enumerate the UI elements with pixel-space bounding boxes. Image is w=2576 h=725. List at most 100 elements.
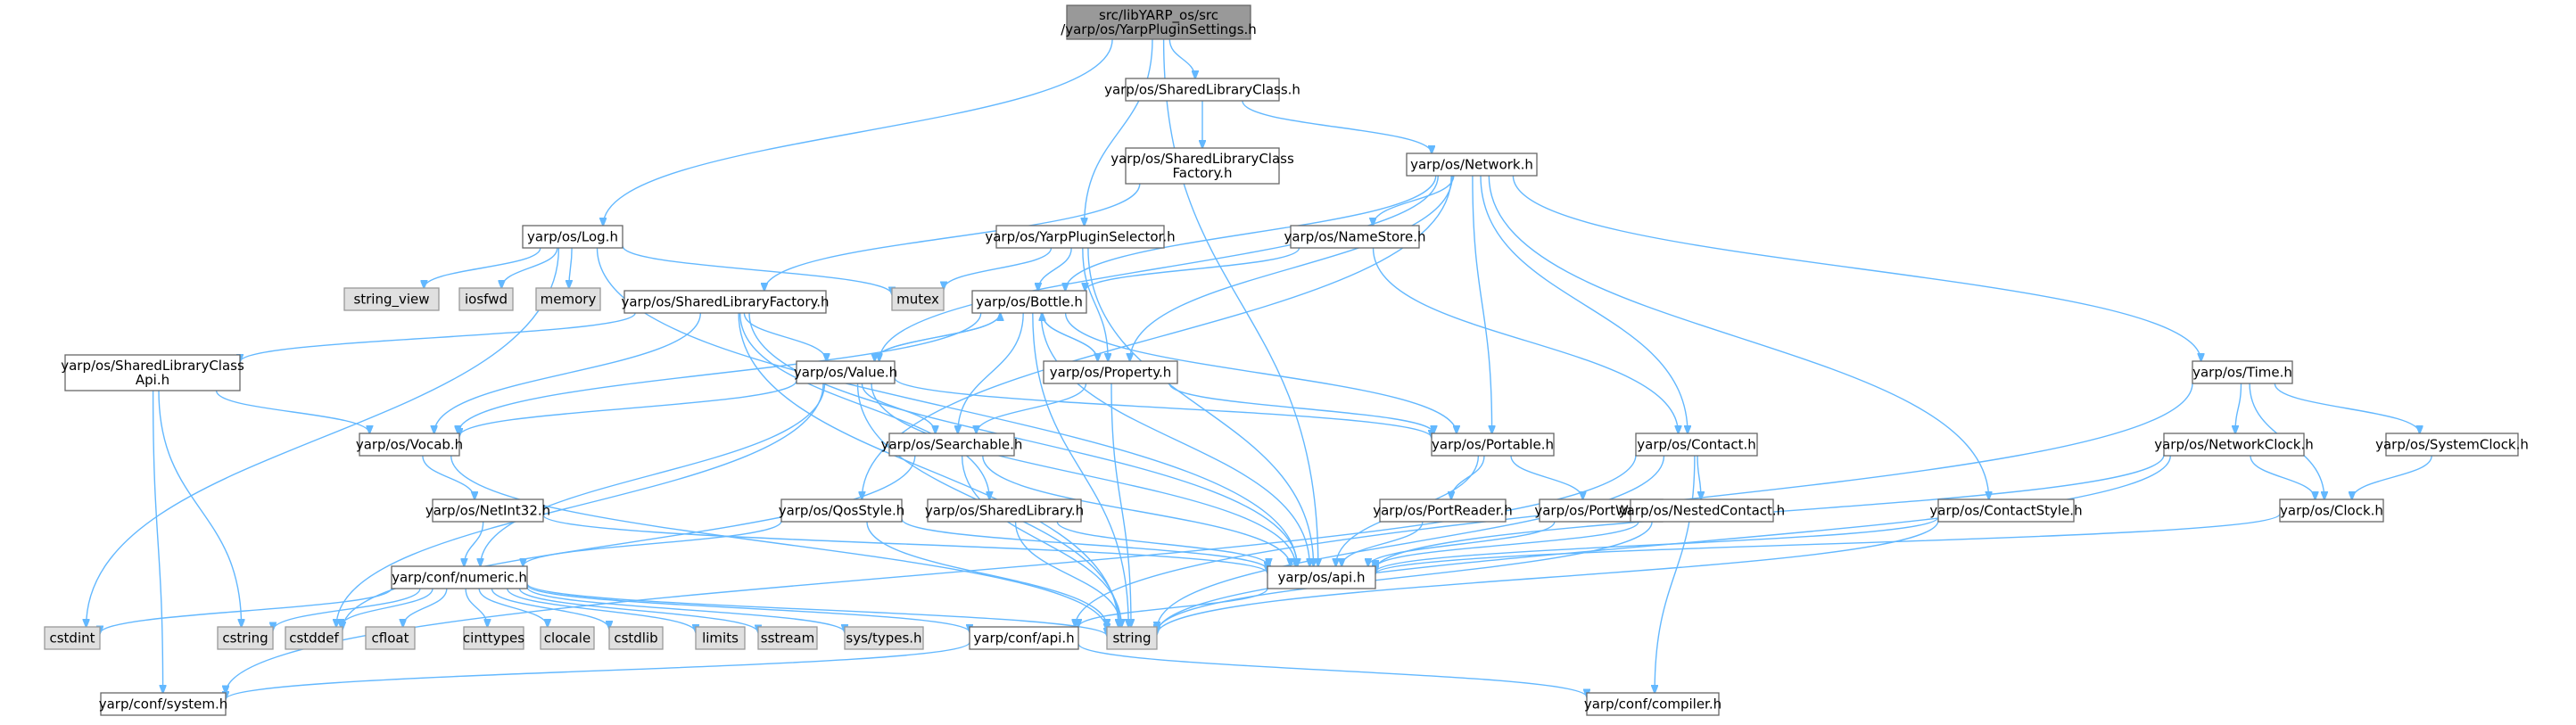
node-cfloat: cfloat bbox=[365, 626, 416, 650]
node-box-numeric bbox=[391, 565, 528, 589]
edge-network-to-value bbox=[879, 175, 1439, 361]
node-compiler[interactable]: yarp/conf/compiler.h bbox=[1584, 692, 1721, 716]
node-box-namestore bbox=[1290, 225, 1420, 249]
node-nestedcontact[interactable]: yarp/os/NestedContact.h bbox=[1619, 498, 1785, 523]
edge-log-to-cstdint bbox=[87, 247, 560, 627]
dependency-edges bbox=[87, 38, 2432, 699]
node-label-memory-0: memory bbox=[541, 292, 597, 308]
node-yps[interactable]: yarp/os/YarpPluginSelector.h bbox=[985, 225, 1176, 249]
edge-property-to-searchable bbox=[977, 383, 1087, 433]
edge-netclock-to-clock bbox=[2250, 455, 2316, 499]
node-box-contact bbox=[1635, 433, 1758, 457]
node-label-portreader-0: yarp/os/PortReader.h bbox=[1373, 503, 1513, 519]
node-label-property-0: yarp/os/Property.h bbox=[1050, 365, 1171, 381]
node-vocab[interactable]: yarp/os/Vocab.h bbox=[356, 433, 463, 457]
node-systypes: sys/types.h bbox=[844, 626, 924, 650]
node-box-qosstyle bbox=[780, 498, 903, 523]
edge-numeric-to-cstddef bbox=[341, 588, 433, 627]
node-portable[interactable]: yarp/os/Portable.h bbox=[1431, 433, 1555, 457]
node-slc[interactable]: yarp/os/SharedLibraryClass.h bbox=[1104, 78, 1300, 102]
node-system[interactable]: yarp/conf/system.h bbox=[99, 692, 228, 716]
node-label-nestedcontact-0: yarp/os/NestedContact.h bbox=[1619, 503, 1785, 519]
edge-vocab-to-string bbox=[450, 455, 1107, 631]
edge-slf-to-osapi bbox=[748, 312, 1298, 566]
edge-log-to-mutex bbox=[622, 245, 892, 295]
node-box-yps bbox=[995, 225, 1165, 249]
node-label-osapi-0: yarp/os/api.h bbox=[1277, 570, 1365, 586]
edge-log-to-iosfwd bbox=[501, 247, 558, 288]
node-box-contactstyle bbox=[1937, 498, 2075, 523]
node-limits: limits bbox=[695, 626, 746, 650]
edge-namestore-to-bottle bbox=[1086, 247, 1300, 291]
edge-value-to-numeric bbox=[481, 383, 826, 566]
node-value[interactable]: yarp/os/Value.h bbox=[794, 360, 897, 384]
node-bottle[interactable]: yarp/os/Bottle.h bbox=[971, 290, 1087, 314]
node-confapi[interactable]: yarp/conf/api.h bbox=[969, 626, 1079, 650]
node-label-contact-0: yarp/os/Contact.h bbox=[1637, 437, 1756, 453]
edge-log-to-string_view bbox=[424, 247, 541, 288]
node-box-portable bbox=[1431, 433, 1555, 457]
edge-yps-to-bottle bbox=[1038, 247, 1072, 291]
node-osapi[interactable]: yarp/os/api.h bbox=[1267, 565, 1376, 589]
node-label-sharedlib-0: yarp/os/SharedLibrary.h bbox=[925, 503, 1084, 519]
node-label-string_view-0: string_view bbox=[353, 292, 429, 309]
edge-bottle-to-osapi bbox=[1040, 312, 1309, 566]
node-label-numeric-0: yarp/conf/numeric.h bbox=[392, 570, 527, 586]
edge-slf-to-sharedlib bbox=[739, 312, 990, 499]
node-sysclock[interactable]: yarp/os/SystemClock.h bbox=[2375, 433, 2529, 457]
edge-qosstyle-to-string bbox=[866, 521, 1107, 627]
edge-bottle-to-vocab bbox=[458, 312, 982, 433]
node-qosstyle[interactable]: yarp/os/QosStyle.h bbox=[779, 498, 905, 523]
node-cstdlib: cstdlib bbox=[608, 626, 664, 650]
node-label-clock-0: yarp/os/Clock.h bbox=[2280, 503, 2383, 519]
node-label-qosstyle-0: yarp/os/QosStyle.h bbox=[779, 503, 905, 519]
node-box-compiler bbox=[1586, 692, 1720, 716]
node-portreader[interactable]: yarp/os/PortReader.h bbox=[1373, 498, 1513, 523]
node-label-mutex-0: mutex bbox=[896, 292, 939, 308]
edge-network-to-namestore bbox=[1373, 175, 1455, 226]
node-netclock[interactable]: yarp/os/NetworkClock.h bbox=[2154, 433, 2314, 457]
node-namestore[interactable]: yarp/os/NameStore.h bbox=[1284, 225, 1426, 249]
node-sharedlib[interactable]: yarp/os/SharedLibrary.h bbox=[925, 498, 1084, 523]
edge-nestedcontact-to-string bbox=[1157, 521, 1653, 632]
edge-contactstyle-to-osapi bbox=[1375, 516, 1939, 573]
edge-yps-to-osapi bbox=[1087, 247, 1314, 566]
edge-numeric-to-systypes bbox=[526, 587, 845, 632]
node-label-string-0: string bbox=[1112, 630, 1151, 647]
node-netint32[interactable]: yarp/os/NetInt32.h bbox=[425, 498, 550, 523]
edge-network-to-time bbox=[1512, 175, 2200, 361]
edge-nestedcontact-to-osapi bbox=[1375, 521, 1639, 568]
node-slf[interactable]: yarp/os/SharedLibraryFactory.h bbox=[621, 290, 830, 314]
node-network[interactable]: yarp/os/Network.h bbox=[1406, 152, 1538, 177]
node-box-slcapi bbox=[64, 354, 241, 391]
node-label-time-0: yarp/os/Time.h bbox=[2192, 365, 2292, 381]
node-log[interactable]: yarp/os/Log.h bbox=[522, 225, 623, 249]
edge-network-to-property bbox=[1130, 175, 1453, 361]
node-memory: memory bbox=[535, 287, 601, 311]
node-clock[interactable]: yarp/os/Clock.h bbox=[2279, 498, 2384, 523]
node-label-root-1: /yarp/os/YarpPluginSettings.h bbox=[1061, 21, 1257, 37]
node-label-confapi-0: yarp/conf/api.h bbox=[973, 630, 1074, 647]
node-property[interactable]: yarp/os/Property.h bbox=[1043, 360, 1178, 384]
node-numeric[interactable]: yarp/conf/numeric.h bbox=[391, 565, 528, 589]
edge-bottle-to-portable bbox=[1064, 312, 1457, 433]
node-box-slcf bbox=[1125, 147, 1280, 185]
node-time[interactable]: yarp/os/Time.h bbox=[2192, 360, 2293, 384]
node-cstring: cstring bbox=[217, 626, 274, 650]
node-box-mutex bbox=[891, 287, 945, 311]
node-cinttypes: cinttypes bbox=[463, 626, 524, 650]
node-box-slc bbox=[1125, 78, 1280, 102]
node-contactstyle[interactable]: yarp/os/ContactStyle.h bbox=[1929, 498, 2083, 523]
edge-value-to-searchable bbox=[861, 383, 935, 433]
node-root[interactable]: src/libYARP_os/src/yarp/os/YarpPluginSet… bbox=[1061, 4, 1257, 40]
node-label-slcapi-0: yarp/os/SharedLibraryClass bbox=[61, 358, 244, 374]
node-cstddef: cstddef bbox=[285, 626, 343, 650]
edge-slcapi-to-system bbox=[152, 390, 163, 693]
edge-numeric-to-limits bbox=[507, 588, 696, 632]
node-contact[interactable]: yarp/os/Contact.h bbox=[1635, 433, 1758, 457]
node-cstdint: cstdint bbox=[44, 626, 101, 650]
node-searchable[interactable]: yarp/os/Searchable.h bbox=[881, 433, 1023, 457]
